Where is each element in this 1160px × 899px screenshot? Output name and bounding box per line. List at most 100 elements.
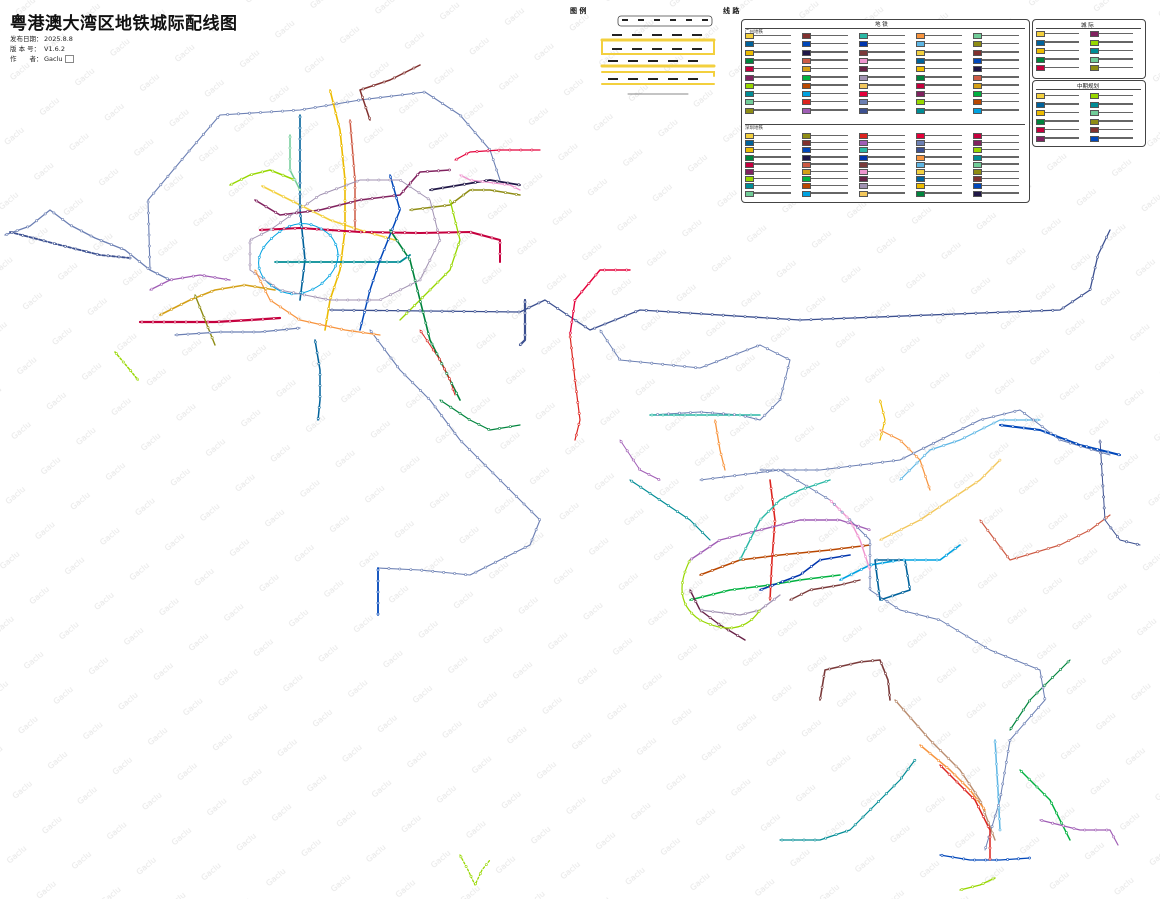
- station-dot: [426, 170, 429, 173]
- station-dot: [437, 169, 440, 173]
- station-dot: [459, 114, 463, 118]
- station-dot: [713, 420, 717, 424]
- station-dot: [328, 233, 332, 237]
- line-entry-text: [811, 141, 848, 144]
- station-dot: [1101, 484, 1105, 488]
- line-color-swatch: [859, 57, 868, 64]
- station-dot: [61, 218, 65, 221]
- station-dot: [1109, 526, 1113, 530]
- line-color-swatch: [802, 74, 811, 81]
- station-dot: [639, 360, 643, 364]
- station-dot: [298, 115, 302, 119]
- station-dot: [678, 411, 681, 415]
- gz-line-2: [299, 114, 306, 301]
- intercity-line-guangzhou-east: [329, 229, 1111, 331]
- station-dot: [613, 318, 617, 322]
- station-dot: [587, 281, 591, 285]
- station-dot: [611, 348, 615, 352]
- station-dot: [919, 517, 923, 521]
- lines-panel: 地 铁 广州地铁 深圳地铁: [741, 19, 1030, 203]
- station-dot: [248, 263, 252, 267]
- station-dot: [337, 122, 340, 126]
- station-dot: [209, 124, 213, 128]
- line-entry-text: [925, 177, 962, 180]
- station-dot: [825, 518, 828, 522]
- station-dot: [750, 618, 754, 621]
- station-dot: [508, 425, 512, 429]
- station-dot: [902, 456, 906, 460]
- station-dot: [683, 570, 687, 574]
- station-dot: [314, 196, 318, 199]
- station-dot: [880, 598, 884, 601]
- station-dot: [114, 352, 118, 355]
- line-entry-text: [982, 76, 1019, 78]
- station-dot: [287, 214, 291, 218]
- station-dot: [428, 288, 432, 292]
- station-dot: [945, 766, 949, 769]
- station-dot: [278, 230, 282, 234]
- station-dot: [272, 316, 276, 320]
- line-color-swatch: [1036, 135, 1045, 142]
- station-dot: [407, 309, 411, 313]
- station-dot: [392, 231, 396, 235]
- station-dot: [339, 133, 342, 137]
- station-dot: [650, 361, 654, 365]
- station-dot: [887, 682, 890, 686]
- station-dot: [89, 234, 93, 238]
- station-dot: [433, 405, 437, 409]
- line-color-swatch: [973, 140, 982, 147]
- station-dot: [346, 100, 350, 104]
- station-dot: [995, 773, 999, 777]
- station-dot: [994, 650, 997, 654]
- station-dot: [463, 182, 466, 186]
- station-dot: [580, 290, 584, 294]
- line-color-swatch: [745, 190, 754, 197]
- station-dot: [534, 528, 538, 532]
- station-dot: [906, 574, 910, 578]
- station-dot: [965, 487, 969, 491]
- station-dot: [764, 604, 768, 608]
- station-dot: [945, 553, 948, 557]
- version: 版 本 号：V1.6.2: [10, 43, 65, 53]
- station-dot: [869, 807, 873, 811]
- station-dot: [593, 326, 597, 330]
- line-color-swatch: [973, 91, 982, 98]
- line-entry-text: [1099, 32, 1133, 34]
- station-dot: [388, 178, 392, 182]
- station-dot: [920, 744, 923, 748]
- station-dot: [288, 168, 292, 172]
- line-entry-text: [1045, 103, 1079, 105]
- station-dot: [237, 112, 240, 116]
- station-dot: [376, 579, 380, 583]
- station-dot: [389, 230, 393, 234]
- station-dot: [1102, 495, 1106, 499]
- station-dot: [383, 235, 387, 239]
- station-dot: [262, 185, 266, 189]
- station-dot: [259, 111, 262, 114]
- station-dot: [864, 555, 867, 558]
- station-dot: [719, 452, 723, 456]
- station-dot: [324, 297, 328, 301]
- station-dot: [922, 446, 926, 450]
- station-dot: [481, 180, 485, 184]
- station-dot: [334, 243, 338, 247]
- station-dot: [352, 260, 356, 264]
- station-dot: [1100, 462, 1103, 466]
- station-dot: [523, 322, 527, 326]
- line-entry-text: [1045, 120, 1079, 122]
- station-dot: [470, 178, 474, 182]
- station-dot: [401, 189, 405, 193]
- station-dot: [774, 554, 778, 557]
- station-dot: [772, 508, 776, 512]
- station-dot: [454, 221, 458, 225]
- station-dot: [975, 797, 979, 801]
- station-dot: [583, 325, 587, 329]
- line-color-swatch: [1036, 39, 1045, 46]
- station-dot: [837, 507, 841, 511]
- sz-line-14: [879, 459, 1001, 541]
- line-entry-text: [1045, 128, 1079, 130]
- station-dot: [556, 307, 560, 310]
- station-dot: [1023, 411, 1027, 415]
- station-dot: [429, 309, 433, 313]
- station-dot: [955, 780, 959, 784]
